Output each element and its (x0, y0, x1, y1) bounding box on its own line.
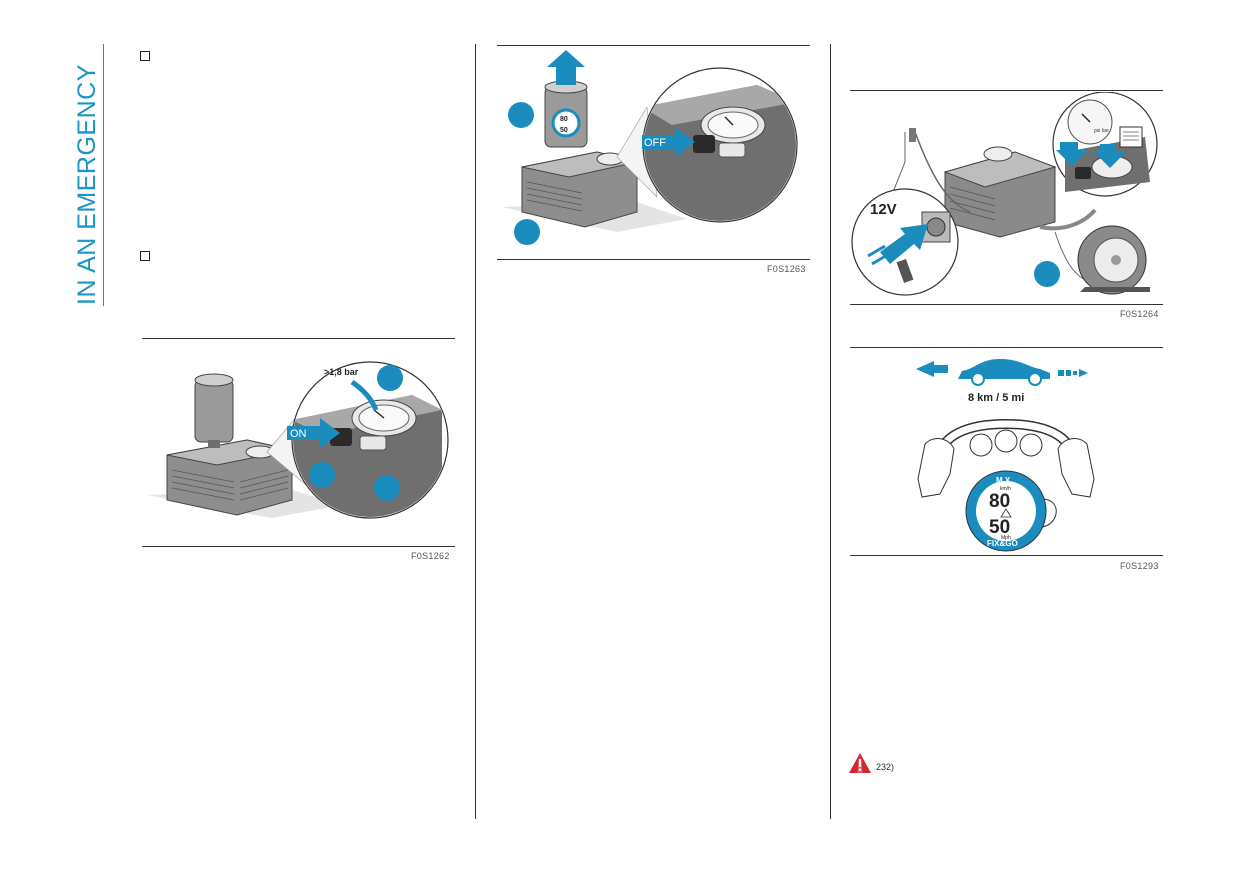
section-title-rule (103, 44, 104, 306)
badge-max-label: M X (996, 476, 1011, 485)
badge-warning-icon (1000, 508, 1012, 518)
badge-mph-unit: Mph (1001, 535, 1011, 541)
callout-circle-b (309, 462, 335, 488)
column-divider-1 (475, 44, 476, 819)
voltage-label: 12V (870, 201, 897, 218)
badge-kmh-unit: km/h (1000, 486, 1011, 492)
badge-speed-kmh: 80 (989, 491, 1010, 512)
press-arrow-icon-2 (1094, 144, 1126, 168)
press-arrow-icon-1 (1056, 142, 1088, 166)
figure-1263-top-rule (497, 45, 810, 46)
lift-arrow-icon (547, 50, 585, 85)
distance-label: 8 km / 5 mi (968, 392, 1024, 404)
figure-1264-bottom-rule (850, 304, 1163, 305)
figure-1263-bottom-rule (497, 259, 810, 260)
figure-1263-code: F0S1263 (767, 264, 806, 274)
badge-speed-mph: 50 (989, 517, 1010, 538)
callout-circle-a (377, 365, 403, 391)
callout-circle-d (508, 102, 534, 128)
callout-circle-e (514, 219, 540, 245)
bottle-badge-top: 80 (560, 116, 568, 123)
figure-1264-top-rule (850, 90, 1163, 91)
section-title: IN AN EMERGENCY (73, 64, 101, 305)
off-label: OFF (644, 137, 666, 149)
figure-1264-compressor-connection: 12V psi bar (851, 92, 1158, 296)
figure-1262-top-rule (142, 338, 455, 339)
arrow-left-icon (916, 361, 948, 377)
badge-brand-label: FIX&GO (987, 539, 1018, 548)
bullet-box-2 (140, 251, 150, 261)
figure-1293-bottom-rule (850, 555, 1163, 556)
figure-1264-code: F0S1264 (1120, 309, 1159, 319)
warning-triangle-icon (849, 753, 871, 773)
figure-1262-compressor-on: ON >1,8 bar (147, 361, 449, 519)
plug-arrow-icon (880, 224, 928, 264)
gauge-unit-label: psi bar (1094, 128, 1109, 134)
figure-1293-speed-limit: 8 km / 5 mi M X km/h 80 50 Mph FIX&GO (916, 359, 1095, 552)
callout-circle-c (374, 475, 400, 501)
warning-reference: 232) (876, 762, 895, 772)
callout-circle-f (1034, 261, 1060, 287)
on-label: ON (290, 428, 307, 440)
figure-1293-top-rule (850, 347, 1163, 348)
bottle-badge-bottom: 50 (560, 127, 568, 134)
pressure-label: >1,8 bar (324, 367, 359, 377)
figure-1263-compressor-off: 80 50 OFF (502, 50, 798, 245)
column-divider-2 (830, 44, 831, 819)
figure-1293-code: F0S1293 (1120, 561, 1159, 571)
figure-1262-bottom-rule (142, 546, 455, 547)
figure-1262-code: F0S1262 (411, 551, 450, 561)
bullet-box-1 (140, 51, 150, 61)
